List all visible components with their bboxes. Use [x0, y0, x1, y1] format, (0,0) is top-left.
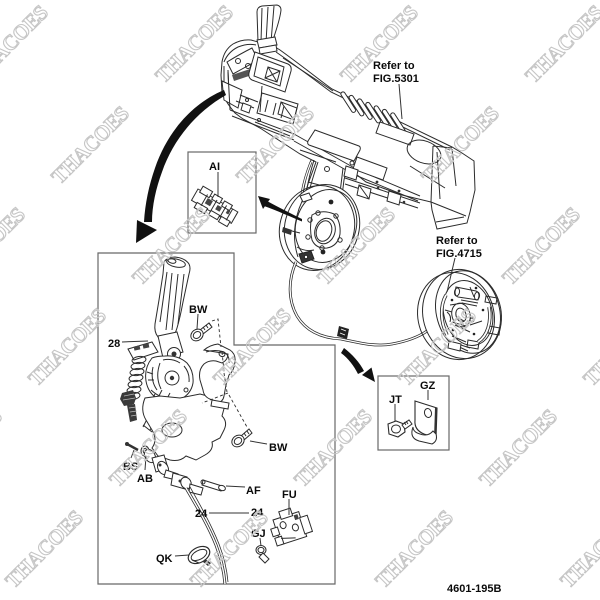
svg-text:FIG.4715: FIG.4715 — [436, 248, 482, 260]
svg-text:24: 24 — [251, 507, 264, 519]
svg-text:FIG.5301: FIG.5301 — [373, 73, 419, 85]
svg-text:AB: AB — [137, 473, 153, 485]
svg-text:GJ: GJ — [251, 528, 266, 540]
svg-text:QK: QK — [156, 553, 173, 565]
svg-text:BW: BW — [189, 304, 208, 316]
svg-text:AF: AF — [246, 485, 261, 497]
svg-text:BS: BS — [123, 461, 138, 473]
svg-text:4601-195B: 4601-195B — [447, 583, 501, 595]
svg-text:FU: FU — [282, 489, 297, 501]
svg-text:BW: BW — [269, 442, 288, 454]
svg-text:AI: AI — [209, 161, 220, 173]
svg-text:GZ: GZ — [420, 380, 436, 392]
svg-text:Refer to: Refer to — [436, 235, 478, 247]
svg-text:JT: JT — [389, 394, 402, 406]
svg-text:Refer to: Refer to — [373, 60, 415, 72]
svg-text:28: 28 — [108, 338, 120, 350]
svg-text:24: 24 — [195, 508, 208, 520]
